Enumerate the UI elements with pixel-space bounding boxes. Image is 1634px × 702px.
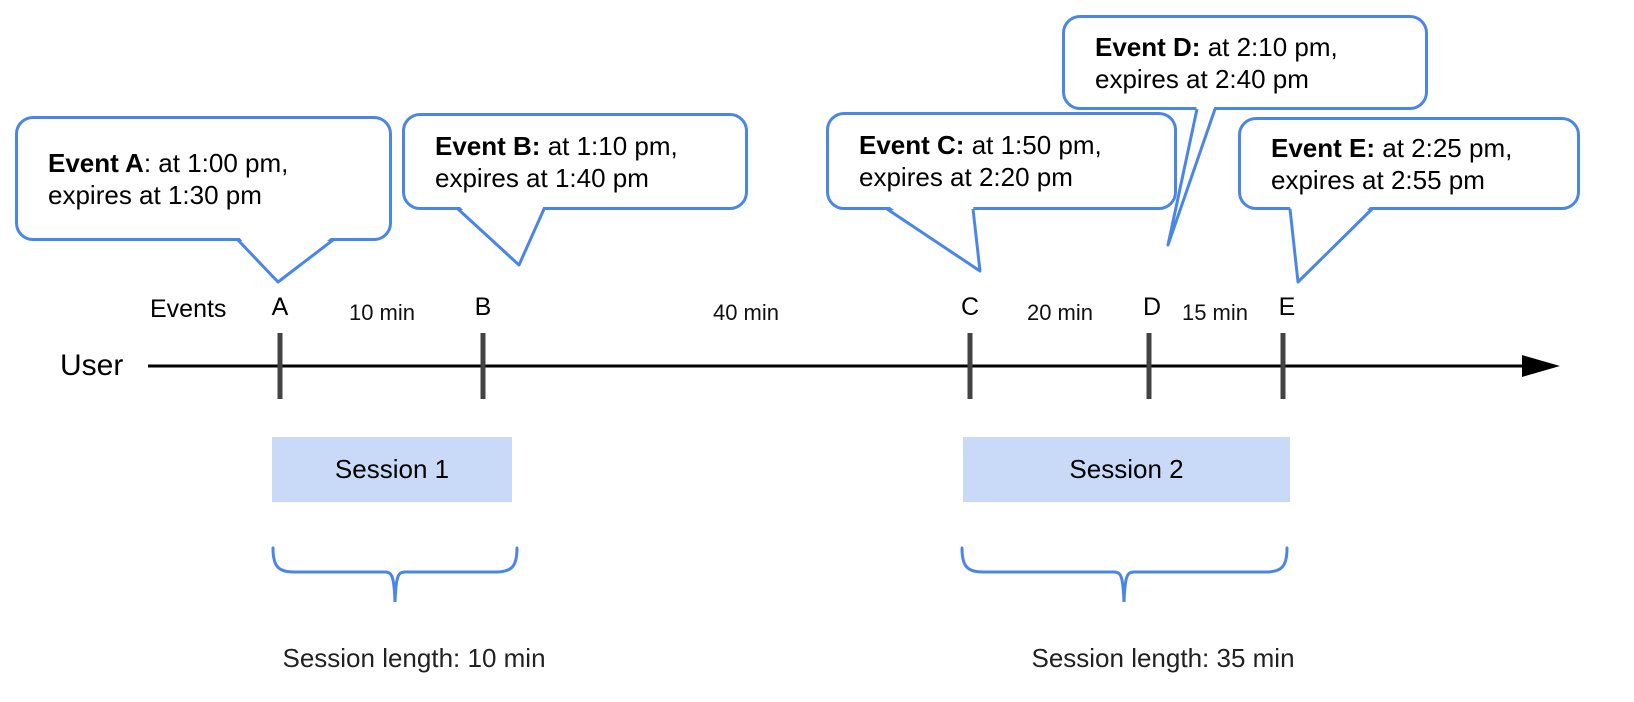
gap-label-d-e: 15 min [1181, 300, 1249, 325]
bubble-b-expiry: expires at 1:40 pm [435, 162, 649, 193]
tick-label-e: E [1278, 293, 1296, 321]
speech-bubble-event-b: Event B: at 1:10 pm, expires at 1:40 pm [402, 113, 748, 210]
bubble-d-title: Event D: [1095, 31, 1201, 62]
bubble-e-title: Event E: [1271, 132, 1376, 163]
session-2-label: Session 2 [1069, 454, 1184, 484]
bubble-tail-e-edge [1288, 207, 1374, 284]
bubble-b-time: at 1:10 pm, [540, 130, 678, 161]
tick-label-d: D [1142, 293, 1162, 321]
speech-bubble-event-d: Event D: at 2:10 pm, expires at 2:40 pm [1062, 15, 1428, 110]
bubble-e-expiry: expires at 2:55 pm [1271, 164, 1485, 195]
events-label: Events [150, 295, 227, 323]
bubble-tail-c-edge [886, 207, 982, 273]
bubble-e-line1: Event E: at 2:25 pm, [1271, 132, 1577, 164]
session-1-brace [271, 546, 519, 603]
bubble-e-time: at 2:25 pm, [1375, 132, 1513, 163]
speech-bubble-event-a: Event A: at 1:00 pm, expires at 1:30 pm [15, 116, 392, 241]
session-1-box: Session 1 [272, 437, 512, 502]
gap-label-a-b: 10 min [348, 300, 416, 325]
bubble-c-expiry: expires at 2:20 pm [859, 162, 1073, 192]
bubble-b-line1: Event B: at 1:10 pm, [435, 130, 745, 162]
bubble-tail-b-edge [456, 207, 546, 267]
bubble-a-time: : at 1:00 pm, [143, 147, 289, 178]
bubble-c-time: at 1:50 pm, [964, 130, 1102, 160]
bubble-tail-c [886, 205, 982, 273]
session-2-box: Session 2 [963, 437, 1290, 502]
speech-bubble-event-c: Event C: at 1:50 pm, expires at 2:20 pm [826, 112, 1177, 210]
bubble-tail-c-fill [887, 205, 980, 271]
bubble-tail-e-fill [1290, 205, 1372, 282]
bubble-tail-e [1288, 205, 1374, 284]
gap-label-c-d: 20 min [1026, 300, 1094, 325]
timeline-arrowhead-icon [1522, 355, 1560, 377]
user-axis-label: User [60, 349, 124, 382]
bubble-d-line1: Event D: at 2:10 pm, [1095, 31, 1425, 63]
bubble-tail-a-edge [236, 238, 334, 284]
session-2-brace [960, 546, 1289, 603]
bubble-a-expiry: expires at 1:30 pm [48, 179, 262, 210]
session-2-length-label: Session length: 35 min [1031, 643, 1295, 673]
bubble-d-expiry: expires at 2:40 pm [1095, 63, 1309, 94]
session-1-length-label: Session length: 10 min [282, 643, 546, 673]
tick-label-b: B [474, 293, 492, 321]
session-1-label: Session 1 [334, 454, 450, 484]
tick-label-a: A [271, 293, 289, 321]
bubble-tail-b [456, 205, 546, 267]
speech-bubble-event-e: Event E: at 2:25 pm, expires at 2:55 pm [1238, 117, 1580, 210]
tick-label-c: C [960, 293, 980, 321]
bubble-b-title: Event B: [435, 130, 541, 161]
bubble-tail-a-fill [238, 236, 333, 282]
bubble-a-line1: Event A: at 1:00 pm, [48, 147, 389, 179]
bubble-tail-b-fill [458, 205, 544, 265]
bubble-c-line1: Event C: at 1:50 pm, [859, 129, 1174, 161]
bubble-d-time: at 2:10 pm, [1200, 31, 1338, 62]
bubble-tail-a [236, 236, 334, 284]
bubble-c-title: Event C: [859, 130, 965, 160]
bubble-a-title: Event A [48, 147, 144, 178]
gap-label-b-c: 40 min [712, 300, 780, 325]
